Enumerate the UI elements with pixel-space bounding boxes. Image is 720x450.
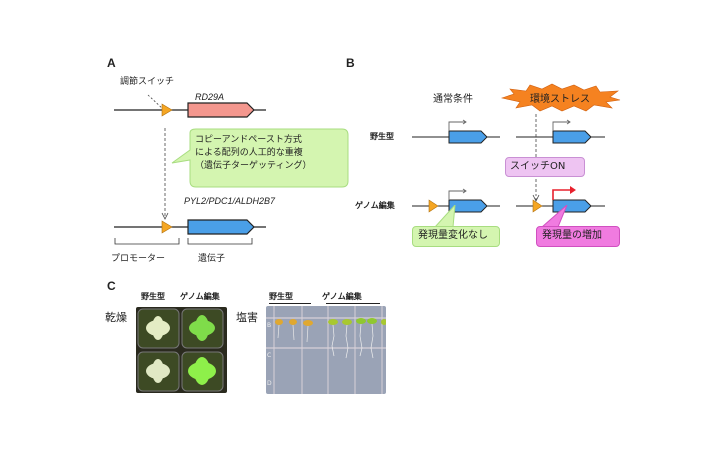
edited-seedlings [328, 318, 386, 359]
plate-edited-underline [326, 303, 380, 304]
callout-gene-targeting: コピーアンドペースト方式 による配列の人工的な重複 （遺伝子ターゲッティング） [195, 134, 311, 173]
no-change-callout: 発現量変化なし [412, 226, 500, 247]
increase-callout: 発現量の増加 [536, 226, 620, 247]
ed-stress-tss-arrow-red [552, 189, 572, 200]
gene-label: 遺伝子 [198, 254, 226, 264]
ed-normal-promoter-icon [428, 199, 439, 213]
edited-plant-top [189, 315, 215, 341]
salt-label: 塩害 [236, 311, 258, 324]
drought-photo [136, 307, 227, 393]
callout-line-3: （遺伝子ターゲッティング） [195, 161, 312, 171]
native-gene-name: RD29A [195, 92, 225, 102]
copy-arrow-head [161, 212, 169, 220]
plate-edited-label: ゲノム編集 [322, 292, 362, 301]
plate-row-b: B [267, 322, 272, 329]
target-gene-name: PYL2/PDC1/ALDH2B7 [184, 196, 276, 206]
plate-row-c: C [267, 352, 272, 359]
wt-normal-tss-arrow [448, 121, 466, 131]
normal-condition-label: 通常条件 [433, 94, 473, 105]
wt-normal-gene-arrow [448, 130, 488, 144]
stress-burst-icon [500, 83, 621, 112]
wt-stress-tss-arrow [552, 121, 570, 131]
wildtype-seedlings [275, 319, 313, 343]
panel-c-label: C [107, 279, 116, 293]
switch-on-box: スイッチON [505, 157, 585, 177]
callout-line-2: による配列の人工的な重複 [195, 148, 303, 158]
target-gene-arrow [187, 219, 255, 235]
switch-leader-line [147, 94, 164, 110]
photo-edited-label: ゲノム編集 [180, 292, 220, 301]
wildtype-plant-top [146, 316, 170, 340]
promoter-bracket [114, 238, 180, 245]
row-wildtype-label: 野生型 [370, 132, 394, 141]
row-edited-label: ゲノム編集 [355, 201, 395, 210]
callout-line-1: コピーアンドペースト方式 [195, 135, 302, 145]
native-promoter-icon [161, 103, 173, 117]
ed-stress-promoter-icon [532, 199, 543, 213]
edited-promoter-icon [161, 220, 173, 234]
drought-label: 乾燥 [105, 311, 127, 324]
ed-normal-gene-arrow [448, 199, 488, 213]
salt-plate-photo: B C D [266, 306, 386, 394]
native-gene-arrow [187, 102, 255, 118]
edited-plant-bottom [188, 357, 216, 385]
plate-row-d: D [267, 380, 272, 387]
wildtype-plant-bottom [146, 359, 170, 383]
panel-b-label: B [346, 56, 355, 70]
wt-stress-gene-arrow [552, 130, 592, 144]
photo-wildtype-label: 野生型 [141, 292, 165, 301]
ed-normal-tss-arrow [448, 190, 466, 200]
stress-condition-label: 環境ストレス [530, 94, 590, 105]
callout-a-shape [171, 128, 349, 188]
regulatory-switch-label: 調節スイッチ [120, 77, 175, 87]
plate-wildtype-underline [269, 303, 311, 304]
panel-a-diagram [114, 94, 266, 245]
plate-wildtype-label: 野生型 [269, 292, 293, 301]
panel-a-label: A [107, 56, 116, 70]
promoter-label: プロモーター [111, 254, 166, 264]
gene-bracket [187, 238, 253, 245]
